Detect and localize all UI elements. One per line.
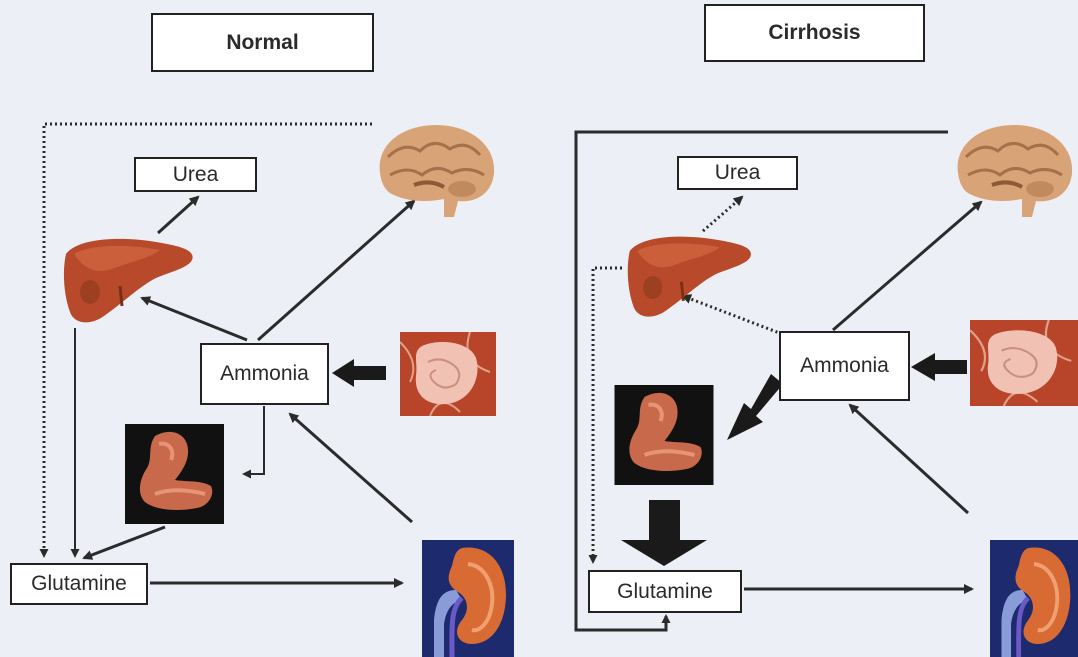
liver-icon xyxy=(60,232,200,328)
normal-arrow-ammonia-muscle xyxy=(244,406,264,474)
normal-urea-label: Urea xyxy=(134,157,257,192)
cirrhosis-title: Cirrhosis xyxy=(704,4,925,62)
cirrhosis-urea-label: Urea xyxy=(677,156,798,190)
normal-ammonia-label: Ammonia xyxy=(200,343,329,405)
kidney-icon xyxy=(990,540,1078,657)
intestine-icon xyxy=(400,332,496,416)
normal-title: Normal xyxy=(151,13,374,72)
cirrhosis-dotted-liver-urea xyxy=(703,197,742,231)
normal-arrow-ammonia-brain xyxy=(258,201,414,340)
cirrhosis-glutamine-label: Glutamine xyxy=(588,570,742,613)
kidney-icon xyxy=(422,540,514,657)
muscle-icon xyxy=(614,385,714,485)
liver-icon xyxy=(624,230,758,322)
cirrhosis-thick-arrow-muscle-glutamine xyxy=(621,500,707,566)
cirrhosis-thick-arrow-ammonia-muscle xyxy=(727,374,783,440)
normal-glutamine-label: Glutamine xyxy=(10,563,148,605)
normal-thick-arrow-intestine-ammonia xyxy=(332,359,386,387)
normal-arrow-liver-urea xyxy=(158,197,198,233)
brain-icon xyxy=(374,121,498,221)
normal-arrow-muscle-glutamine xyxy=(84,527,165,558)
cirrhosis-thick-arrow-intestine-ammonia xyxy=(911,353,967,381)
cirrhosis-ammonia-label: Ammonia xyxy=(779,331,910,401)
normal-arrow-kidney-ammonia xyxy=(290,414,412,522)
cirrhosis-arrow-kidney-ammonia xyxy=(850,405,968,513)
muscle-icon xyxy=(125,424,224,524)
cirrhosis-arrow-ammonia-brain xyxy=(833,202,981,330)
intestine-icon xyxy=(970,320,1078,406)
brain-icon xyxy=(952,121,1076,221)
